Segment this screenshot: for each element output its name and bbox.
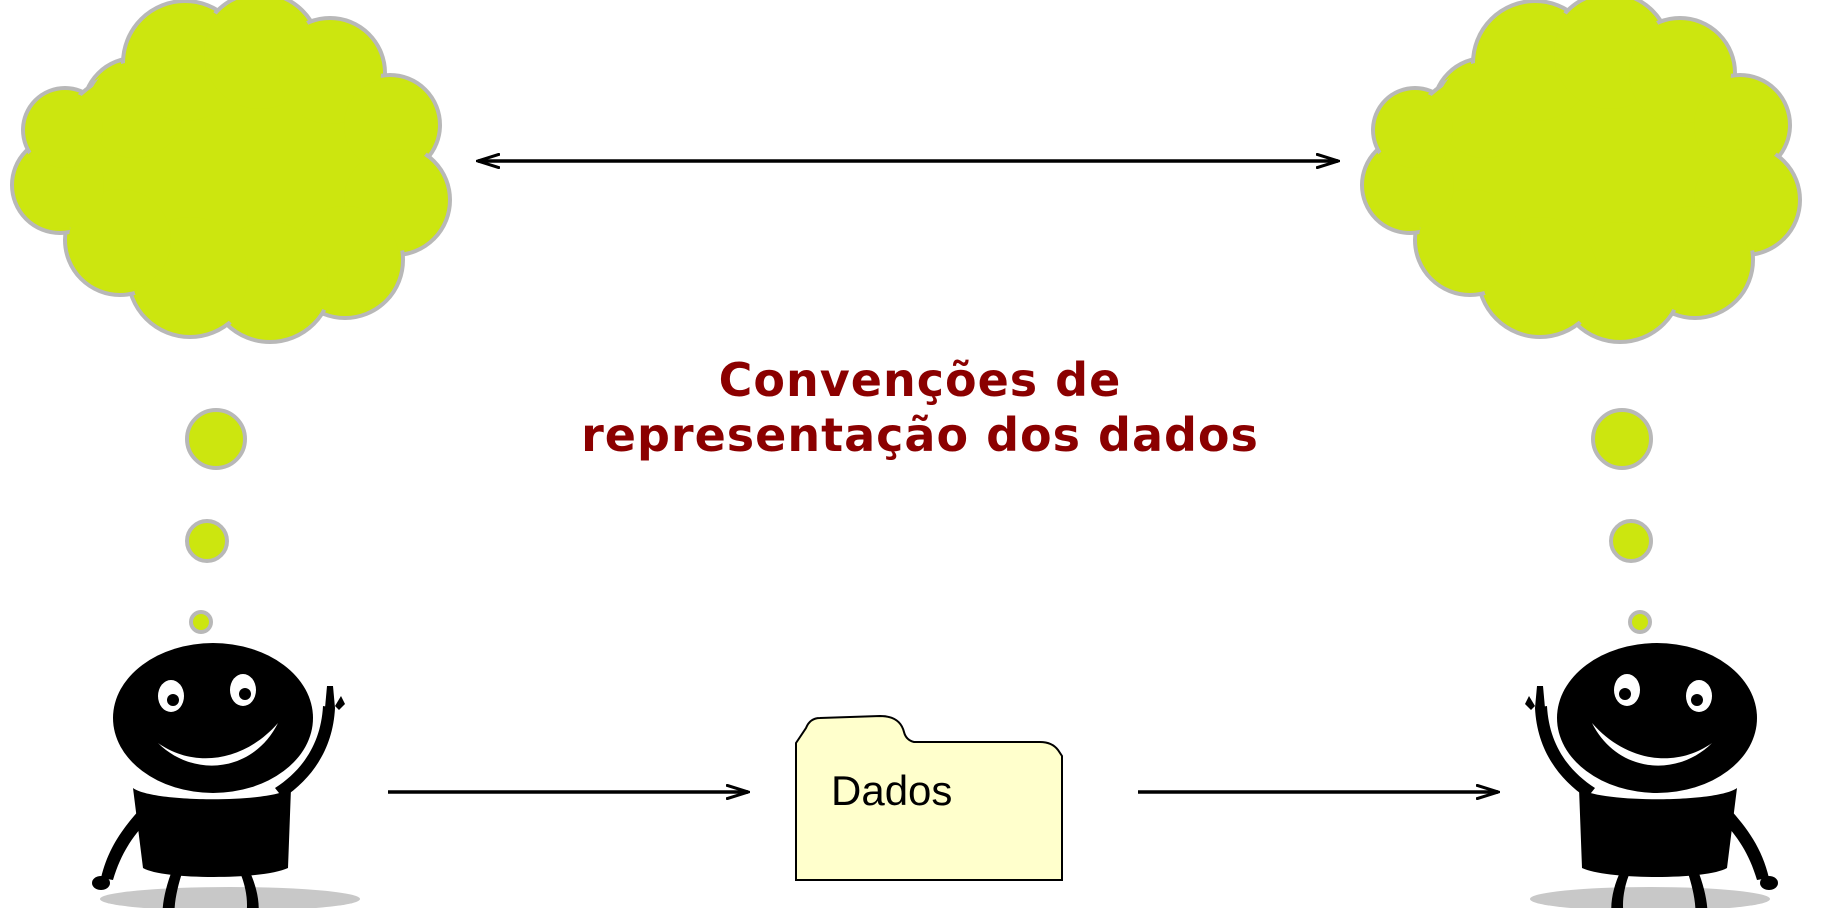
caption-line-1: Convenções de bbox=[718, 353, 1122, 407]
folder-icon bbox=[795, 714, 1063, 881]
left-thought-bubbles bbox=[185, 408, 247, 634]
left-stick-figure bbox=[92, 643, 345, 908]
right-figure-shadow bbox=[1530, 887, 1770, 908]
right-stick-figure bbox=[1525, 643, 1778, 908]
left-figure-shadow bbox=[100, 887, 360, 908]
left-thought-cloud bbox=[10, 0, 452, 344]
caption-line-2: representação dos dados bbox=[581, 408, 1259, 462]
right-thought-bubbles bbox=[1591, 408, 1653, 634]
right-thought-cloud bbox=[1360, 0, 1802, 344]
folder-label: Dados bbox=[831, 767, 953, 814]
diagram-caption: Convenções de representação dos dados bbox=[520, 353, 1320, 463]
